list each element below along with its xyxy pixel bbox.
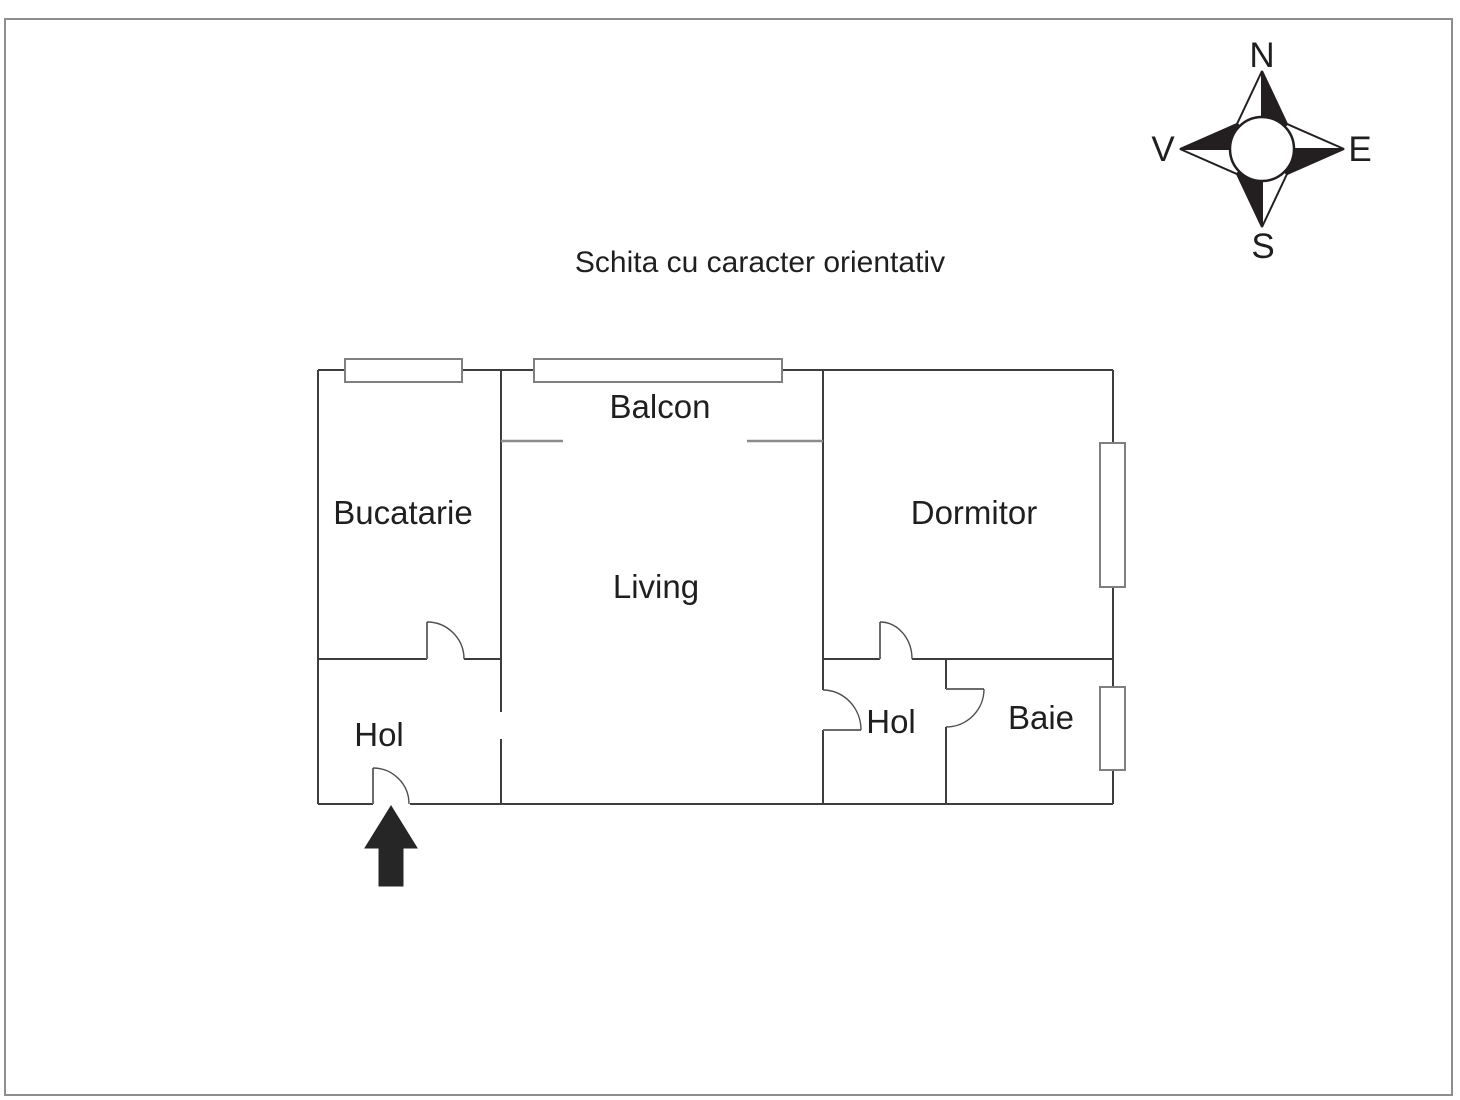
room-label-baie: Baie: [1008, 699, 1074, 736]
page-border: [4, 18, 1453, 1096]
bucatarie-window: [344, 358, 463, 383]
compass-label-west: V: [1151, 130, 1175, 169]
door-swing-arc-baie: [945, 688, 985, 728]
baie-window: [1099, 686, 1126, 771]
dormitor-window: [1099, 442, 1126, 588]
door-swing-arc-bucatarie: [426, 621, 465, 660]
plan-geometry: [317, 358, 1126, 887]
compass-label-south: S: [1251, 227, 1274, 266]
room-label-hol-dreapta: Hol: [866, 703, 916, 740]
room-label-bucatarie: Bucatarie: [333, 494, 472, 531]
compass-circle: [1228, 115, 1296, 183]
room-label-living: Living: [613, 568, 699, 605]
door-swing-arc-dormitor: [879, 621, 913, 660]
plan-title: Schita cu caracter orientativ: [575, 246, 945, 279]
room-label-balcon: Balcon: [610, 388, 711, 425]
door-swing-arc-entrance: [372, 767, 410, 805]
room-label-hol-stanga: Hol: [354, 716, 404, 753]
compass-label-north: N: [1249, 36, 1274, 75]
balcon-window: [533, 358, 783, 383]
room-label-dormitor: Dormitor: [911, 494, 1038, 531]
entrance-arrow-icon: [364, 805, 418, 887]
compass-label-east: E: [1348, 130, 1371, 169]
door-swing-arc-living-hol: [822, 689, 862, 731]
compass-rose: N E S V: [1151, 36, 1371, 266]
